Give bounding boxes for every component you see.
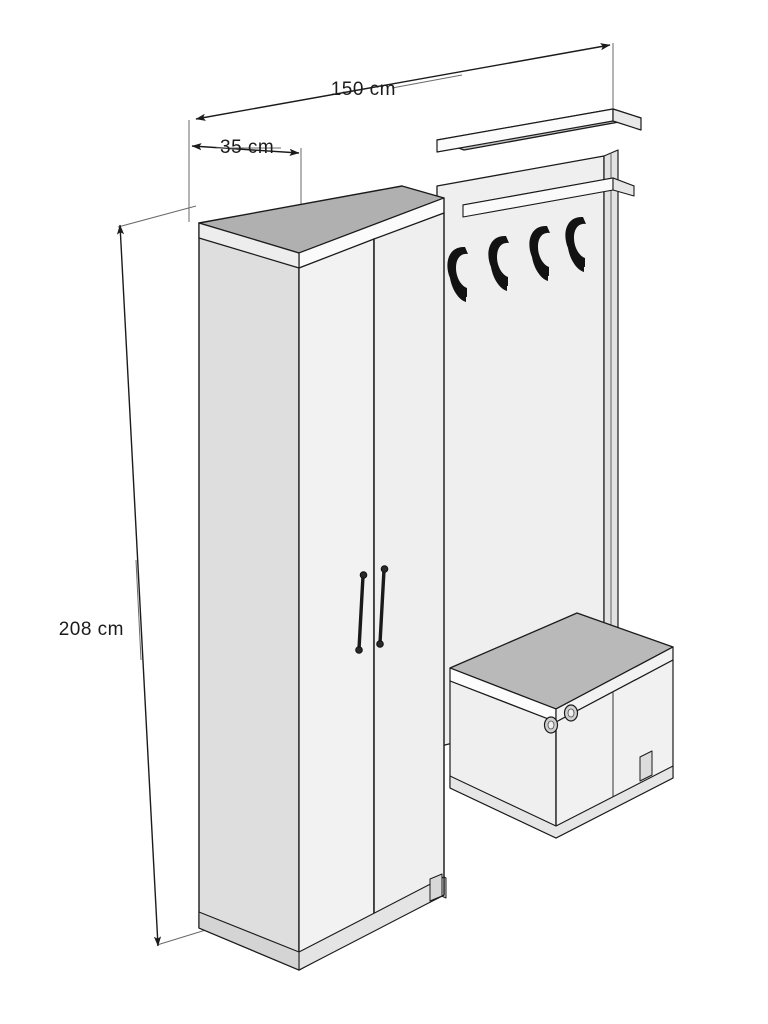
extension-lines (117, 43, 614, 946)
wardrobe-plinth-left (198, 911, 300, 971)
dim-arrow-depth (191, 143, 300, 156)
dimension-annotations: 150 cm 35 cm 208 cm (59, 43, 614, 947)
bench-knob-left[interactable] (543, 716, 559, 734)
coat-hook-2[interactable] (488, 235, 509, 291)
coat-hook-3[interactable] (529, 225, 550, 281)
bench-plinth (449, 765, 674, 839)
coat-hook-1[interactable] (447, 246, 468, 302)
dim-leader-width (391, 74, 463, 89)
top-panel-right-edge (612, 108, 642, 131)
coat-hooks-group (447, 216, 586, 302)
dimension-height-208: 208 cm (59, 224, 162, 947)
dimension-depth-35: 35 cm (191, 137, 300, 158)
dimension-label-depth: 35 cm (220, 137, 274, 158)
wardrobe-foot-right (429, 873, 443, 902)
dimension-width-150: 150 cm (195, 43, 611, 121)
dim-arrow-height (116, 224, 162, 947)
top-panel-assembly (436, 108, 642, 153)
coat-hook-4[interactable] (565, 216, 586, 272)
wardrobe-handle-left[interactable] (355, 571, 368, 654)
dim-leader-height (135, 559, 142, 661)
ext-line-height-top (117, 205, 197, 228)
bench-assembly (432, 612, 674, 899)
top-panel-front-edge (436, 108, 614, 153)
bench-knob-right[interactable] (563, 704, 579, 722)
dim-arrow-width (195, 43, 611, 121)
dimension-label-width: 150 cm (331, 79, 396, 100)
bench-leg-right (639, 750, 653, 782)
furniture-unit (198, 108, 674, 971)
upper-shelf-assembly (462, 177, 635, 218)
upper-shelf-right-edge (612, 177, 635, 197)
wardrobe-assembly (198, 185, 445, 971)
dimension-label-height: 208 cm (59, 619, 124, 640)
wardrobe-left-side (198, 222, 300, 971)
wardrobe-handle-right[interactable] (376, 565, 389, 648)
